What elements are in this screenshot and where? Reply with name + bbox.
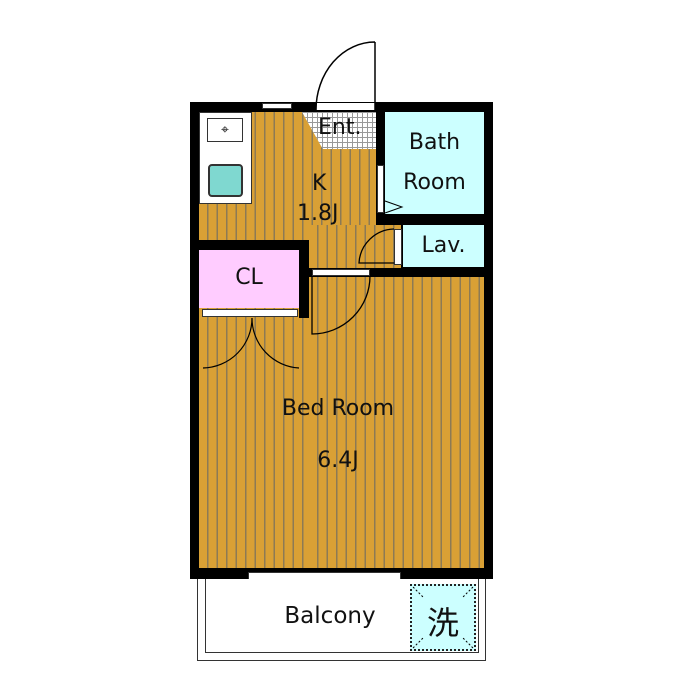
stove-icon: ⌖ [207, 118, 243, 142]
closet-door-swing-right [251, 317, 300, 369]
kitchen-label: K [312, 171, 327, 196]
bedroom-top-wall [309, 268, 493, 277]
lav-wall [376, 214, 493, 225]
closet-top-wall [190, 240, 309, 250]
bath-door-swing [384, 200, 404, 214]
bedroom-door-frame[interactable] [312, 269, 370, 276]
bedroom-size: 6.4J [317, 448, 359, 473]
closet [199, 250, 299, 308]
balcony-inner [205, 579, 479, 653]
closet-door-swing-left [202, 317, 253, 369]
washer-label: 洗 [426, 604, 459, 642]
lavatory-label: Lav. [421, 233, 466, 258]
entrance-door-swing [315, 41, 376, 111]
sink-icon [208, 164, 243, 197]
kitchen-window[interactable] [262, 103, 292, 109]
entrance-label: Ent. [318, 115, 362, 140]
bath-door[interactable] [377, 165, 384, 213]
lav-door-swing [358, 228, 395, 264]
lavatory [403, 225, 484, 267]
kitchen-size: 1.8J [297, 201, 339, 226]
bedroom-floor [309, 277, 484, 568]
closet-label: CL [235, 265, 263, 290]
bedroom-floor-left [199, 308, 310, 568]
bedroom-door-swing [311, 275, 371, 335]
bath-label-line1: Bath [408, 130, 461, 155]
closet-door-frame[interactable] [202, 309, 298, 317]
bath-label-line2: Room [403, 170, 466, 195]
entrance-door-opening[interactable] [316, 103, 375, 110]
washer-space [410, 584, 476, 651]
bath-room [385, 112, 484, 214]
balcony-label: Balcony [284, 603, 376, 629]
hall-floor [309, 225, 401, 269]
bedroom-label: Bed Room [281, 396, 395, 421]
bath-wall [376, 102, 385, 225]
closet-side-wall [299, 240, 309, 318]
lav-door[interactable] [394, 229, 402, 265]
